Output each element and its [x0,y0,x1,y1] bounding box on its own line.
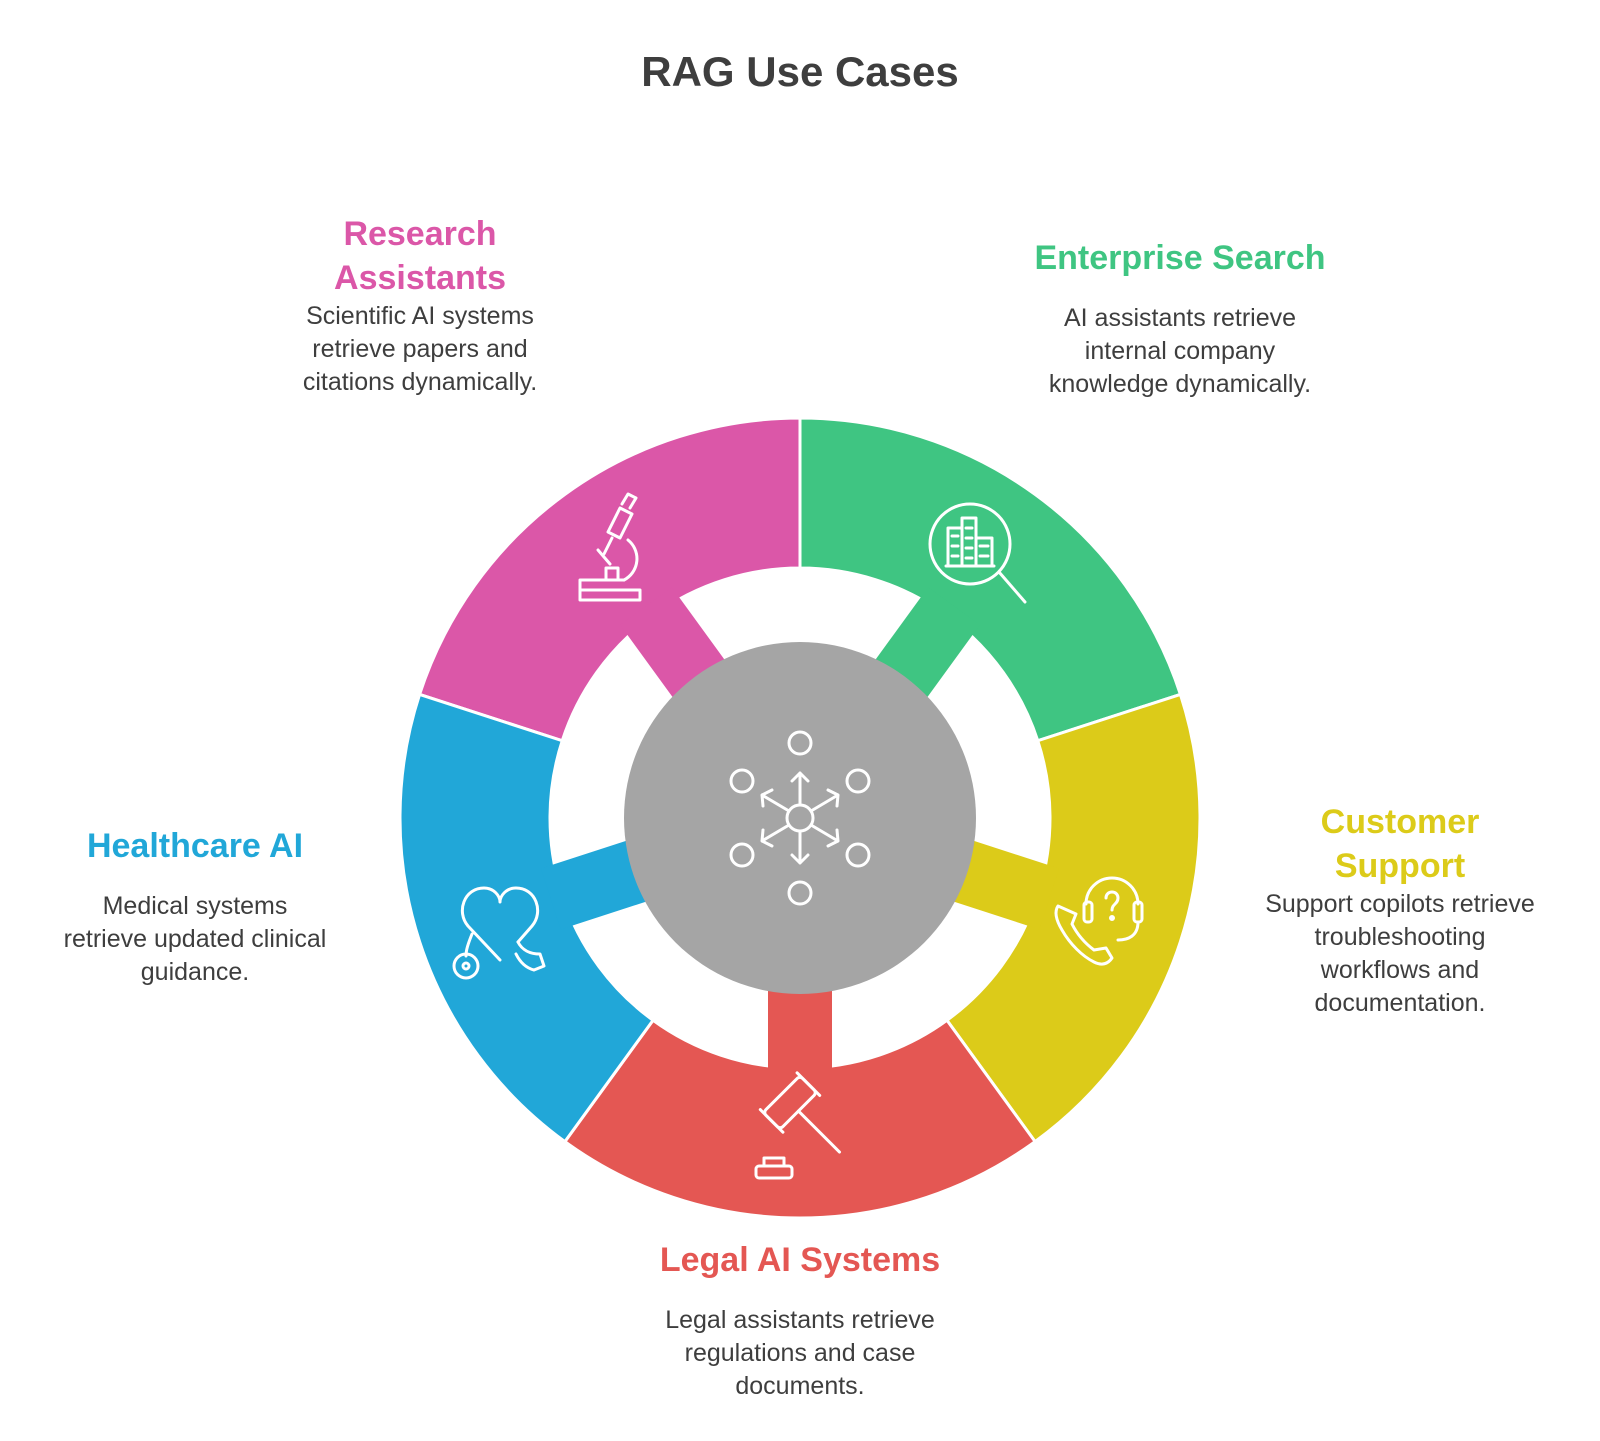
research-title-line: Research [343,215,497,253]
research-description: Scientific AI systems retrieve papers an… [260,300,580,399]
enterprise-desc-line: knowledge dynamically. [1048,370,1312,398]
research-label-block: Research Assistants Scientific AI system… [260,212,580,399]
connector-healthcare [540,837,656,930]
healthcare-desc-line: retrieve updated clinical [63,925,327,953]
enterprise-description: AI assistants retrieve internal company … [1000,302,1360,401]
heart-stethoscope-icon [452,886,546,980]
support-desc-line: workflows and [1320,956,1480,984]
legal-title: Legal AI Systems [620,1238,980,1282]
research-title-line: Assistants [334,259,506,297]
healthcare-description: Medical systems retrieve updated clinica… [30,890,360,989]
support-desc-line: troubleshooting [1314,923,1486,951]
phone-headset-icon [1054,876,1144,966]
network-hub-icon [729,730,871,906]
research-desc-line: citations dynamically. [302,368,538,396]
support-desc-line: documentation. [1314,989,1486,1017]
support-label-block: Customer Support Support copilots retrie… [1230,800,1570,1020]
research-title: Research Assistants [260,212,580,300]
healthcare-label-block: Healthcare AI Medical systems retrieve u… [30,824,360,989]
building-search-icon [928,502,1027,604]
support-title-line: Customer [1320,803,1480,841]
legal-description: Legal assistants retrieve regulations an… [620,1304,980,1403]
enterprise-desc-line: AI assistants retrieve [1063,304,1297,332]
research-desc-line: Scientific AI systems [306,302,534,330]
enterprise-label-block: Enterprise Search AI assistants retrieve… [1000,236,1360,401]
support-title: Customer Support [1230,800,1570,888]
healthcare-title-line: Healthcare AI [86,827,304,865]
enterprise-desc-line: internal company [1084,337,1276,365]
legal-desc-line: documents. [735,1372,865,1400]
enterprise-title: Enterprise Search [1000,236,1360,280]
healthcare-desc-line: guidance. [140,958,250,986]
page-title: RAG Use Cases [641,48,959,95]
healthcare-desc-line: Medical systems [102,892,288,920]
gavel-icon [754,1071,841,1180]
legal-desc-line: Legal assistants retrieve [665,1306,935,1334]
center-hub [624,642,976,994]
legal-desc-line: regulations and case [684,1339,916,1367]
ring-segment-legal [562,1018,1038,1220]
legal-label-block: Legal AI Systems Legal assistants retrie… [620,1238,980,1403]
support-description: Support copilots retrieve troubleshootin… [1230,888,1570,1020]
support-desc-line: Support copilots retrieve [1265,890,1535,918]
connector-legal [768,980,832,1080]
ring-segment-healthcare [398,692,656,1144]
legal-title-line: Legal AI Systems [659,1241,941,1279]
microscope-icon [578,492,642,602]
connector-support [944,837,1060,930]
healthcare-title: Healthcare AI [30,824,360,868]
enterprise-title-line: Enterprise Search [1034,239,1326,277]
research-desc-line: retrieve papers and [312,335,528,363]
support-title-line: Support [1334,847,1466,885]
